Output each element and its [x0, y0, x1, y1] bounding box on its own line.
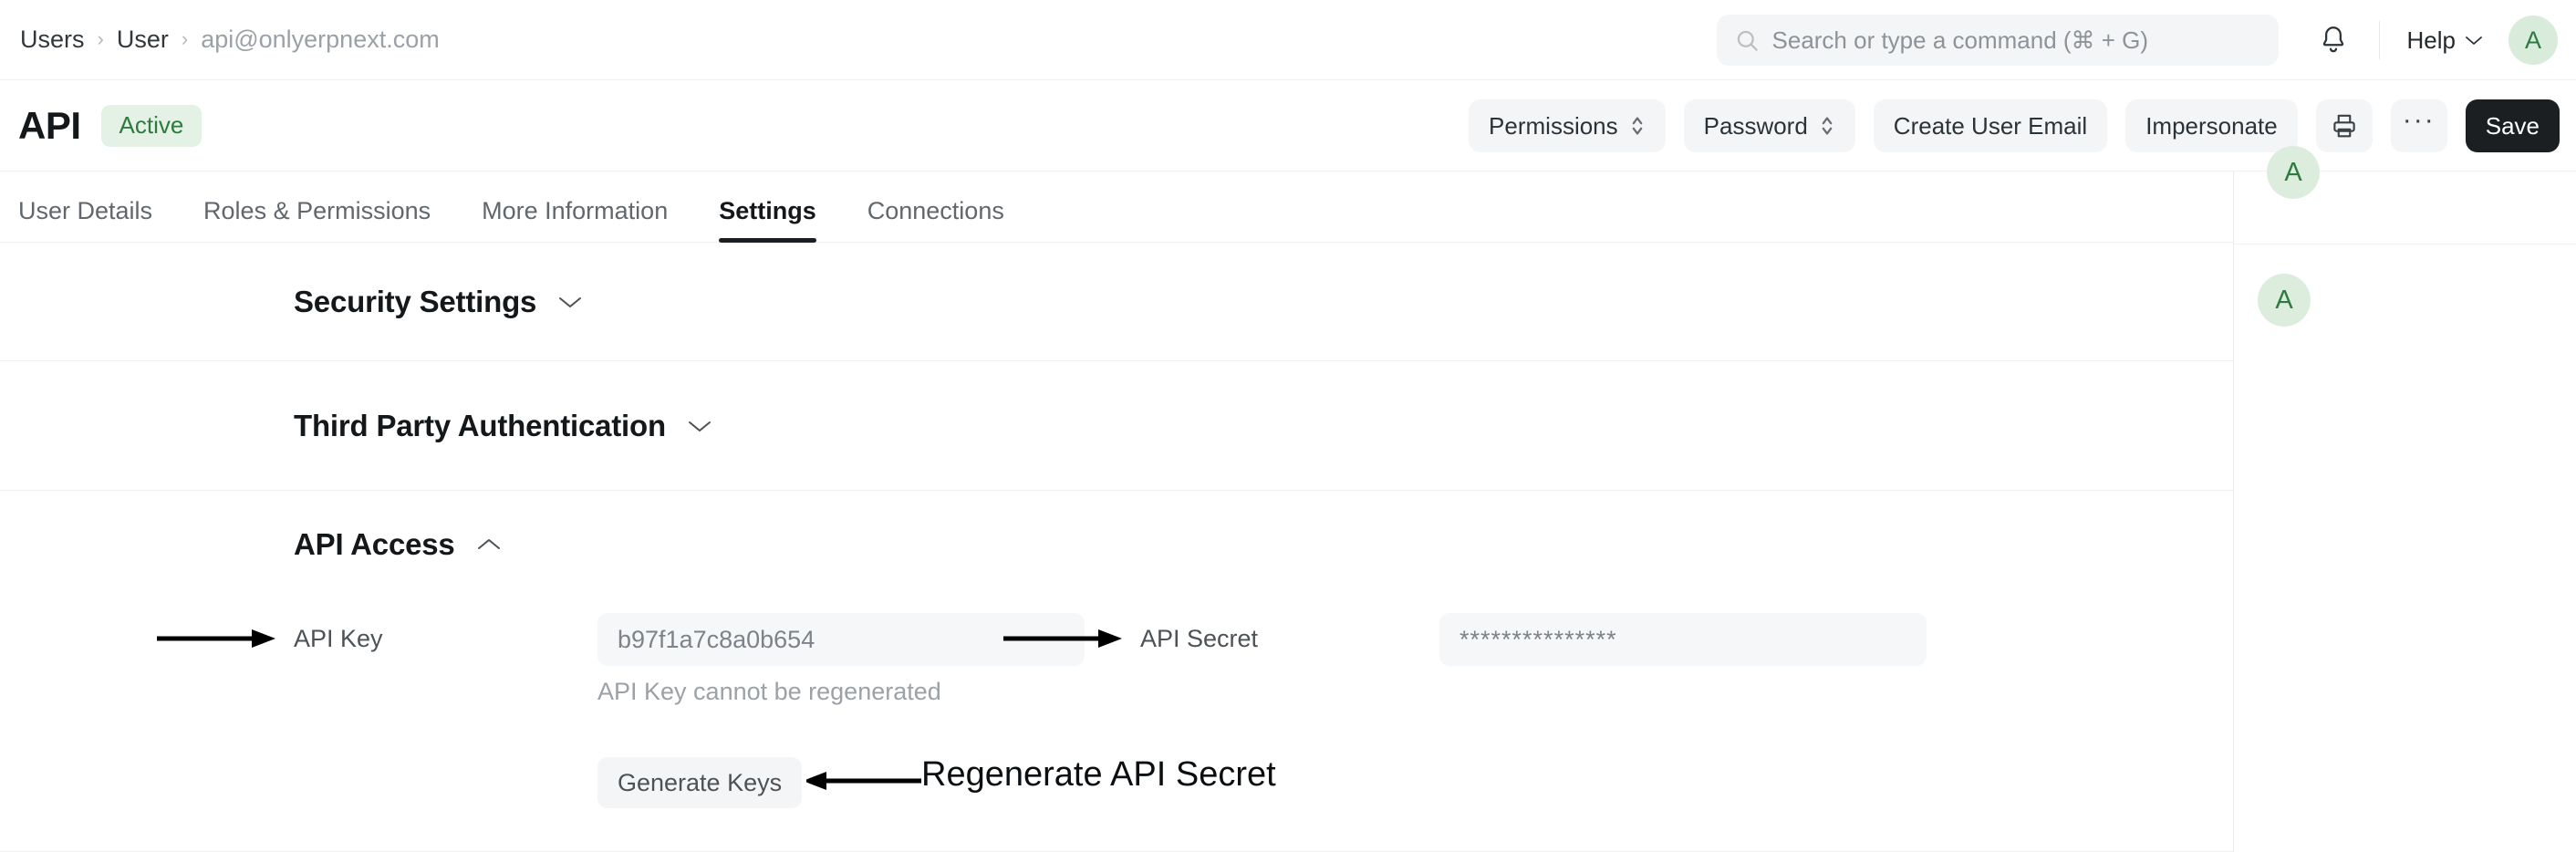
- tab-settings[interactable]: Settings: [719, 197, 816, 243]
- up-down-chevron-icon: [1822, 117, 1833, 135]
- breadcrumb: Users › User › api@onlyerpnext.com: [20, 26, 440, 54]
- page-actions-toolbar: Permissions Password Create User Email I…: [1469, 80, 2560, 171]
- avatar[interactable]: A: [2508, 16, 2558, 65]
- sidebar-avatar[interactable]: A: [2258, 274, 2311, 327]
- breadcrumb-separator-icon: ›: [181, 26, 189, 50]
- tab-more-information[interactable]: More Information: [482, 197, 669, 224]
- password-label: Password: [1703, 111, 1808, 140]
- avatar-initial: A: [2524, 26, 2541, 54]
- section-third-party-authentication: Third Party Authentication: [0, 361, 2233, 491]
- api-key-label: API Key: [294, 625, 383, 652]
- annotation-label-regenerate: Regenerate API Secret: [921, 755, 1276, 794]
- breadcrumb-item-users[interactable]: Users: [20, 26, 85, 53]
- impersonate-button[interactable]: Impersonate: [2125, 99, 2298, 152]
- breadcrumb-separator-icon: ›: [97, 26, 104, 50]
- top-navigation-bar: Users › User › api@onlyerpnext.com Searc…: [0, 0, 2576, 80]
- breadcrumb-item-current: api@onlyerpnext.com: [201, 26, 440, 53]
- section-header-security-settings[interactable]: Security Settings: [0, 243, 2233, 361]
- breadcrumb-item-user[interactable]: User: [116, 26, 169, 53]
- sidebar-row-shared: A: [2234, 244, 2576, 852]
- section-title: API Access: [294, 527, 455, 561]
- section-header-third-party-authentication[interactable]: Third Party Authentication: [0, 361, 2233, 491]
- bell-icon[interactable]: [2313, 20, 2353, 60]
- api-key-value: b97f1a7c8a0b654: [618, 625, 815, 653]
- sidebar-row-assignments: A: [2234, 146, 2576, 244]
- help-label: Help: [2406, 26, 2456, 54]
- generate-keys-button[interactable]: Generate Keys: [597, 757, 803, 808]
- chevron-down-icon: [559, 297, 582, 307]
- help-menu[interactable]: Help: [2407, 26, 2483, 55]
- page-title: API: [18, 103, 81, 147]
- section-title: Third Party Authentication: [294, 409, 666, 442]
- api-secret-value: ***************: [1459, 625, 1617, 653]
- save-button[interactable]: Save: [2465, 99, 2560, 152]
- api-key-helper-text: API Key cannot be regenerated: [597, 678, 941, 705]
- page-header: API Active Permissions Password Create U…: [0, 80, 2576, 171]
- top-bar-right-group: Search or type a command (⌘ + G) Help A: [1716, 0, 2558, 80]
- create-user-email-button[interactable]: Create User Email: [1873, 99, 2108, 152]
- status-badge: Active: [100, 104, 203, 147]
- topbar-divider: [2378, 21, 2380, 59]
- chevron-down-icon: [2466, 36, 2482, 45]
- tab-bar: User Details Roles & Permissions More In…: [0, 171, 2233, 243]
- sidebar-avatar[interactable]: A: [2267, 146, 2320, 199]
- chevron-down-icon: [688, 421, 711, 431]
- tab-connections[interactable]: Connections: [867, 197, 1004, 224]
- api-secret-label: API Secret: [1140, 625, 1259, 652]
- avatar-initial: A: [2275, 285, 2293, 315]
- search-placeholder: Search or type a command (⌘ + G): [1771, 26, 2149, 54]
- search-input[interactable]: Search or type a command (⌘ + G): [1716, 15, 2279, 66]
- up-down-chevron-icon: [1632, 117, 1642, 135]
- section-security-settings: Security Settings: [0, 243, 2233, 361]
- section-title: Security Settings: [294, 285, 537, 318]
- more-menu-icon: ···: [2402, 105, 2436, 135]
- search-icon: [1737, 30, 1758, 51]
- tab-roles-permissions[interactable]: Roles & Permissions: [203, 197, 431, 224]
- section-api-access: API Access: [0, 491, 2233, 852]
- section-header-api-access[interactable]: API Access: [0, 491, 2233, 598]
- permissions-button[interactable]: Permissions: [1469, 99, 1666, 152]
- api-secret-input[interactable]: ***************: [1439, 613, 1927, 666]
- right-sidebar: A A: [2233, 146, 2576, 852]
- more-menu-button[interactable]: ···: [2390, 99, 2447, 152]
- print-icon: [2333, 114, 2355, 138]
- permissions-label: Permissions: [1489, 111, 1618, 140]
- avatar-initial: A: [2284, 157, 2302, 187]
- print-button[interactable]: [2315, 99, 2373, 152]
- password-button[interactable]: Password: [1683, 99, 1855, 152]
- chevron-up-icon: [477, 539, 500, 549]
- api-key-input[interactable]: b97f1a7c8a0b654: [597, 613, 1085, 666]
- tab-user-details[interactable]: User Details: [18, 197, 153, 224]
- settings-content: Security Settings Third Party Authentica…: [0, 243, 2233, 852]
